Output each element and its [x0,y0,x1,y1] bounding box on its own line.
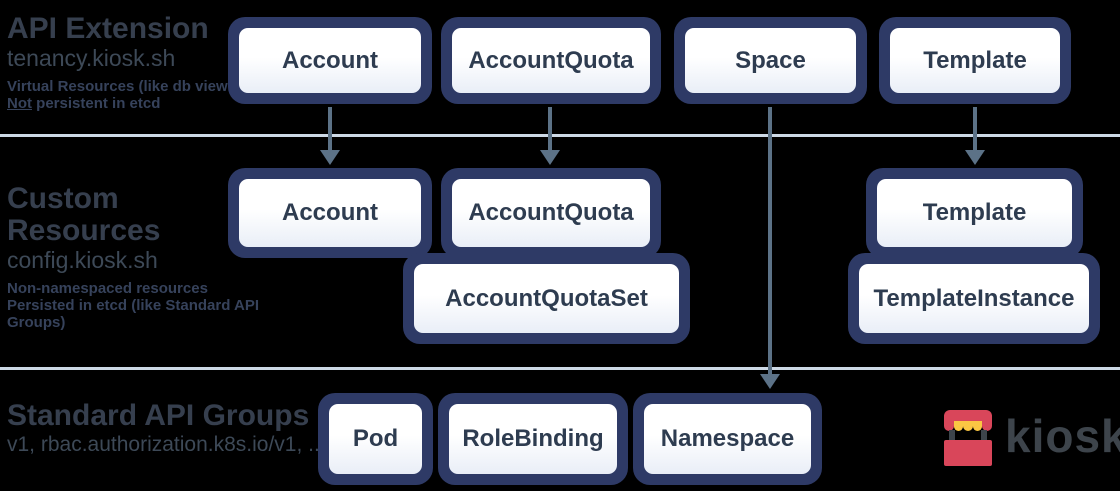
node-tenancy-space: Space [674,17,867,104]
node-tenancy-template: Template [879,17,1071,104]
note-2-rest: persistent in etcd [32,95,161,113]
kiosk-stand-icon [944,406,992,466]
arrow-accountquota-to-accountquota [540,107,560,165]
node-standard-pod: Pod [318,393,433,485]
band-custom-resources-label: Custom Resources config.kiosk.sh Non-nam… [7,182,259,332]
node-standard-namespace-label: Namespace [644,404,811,474]
scallop-red-icon [944,421,954,431]
standard-api-groups-subtitle: v1, rbac.authorization.k8s.io/v1, ... [7,432,326,456]
node-tenancy-accountquota-label: AccountQuota [452,28,650,93]
node-standard-namespace: Namespace [633,393,822,485]
stand-counter-icon [944,440,992,466]
node-tenancy-template-label: Template [890,28,1060,93]
node-config-accountquotaset-label: AccountQuotaSet [414,264,679,333]
node-config-template: Template [866,168,1083,258]
node-config-template-label: Template [877,179,1072,247]
node-config-accountquota-label: AccountQuota [452,179,650,247]
api-extension-notes: Virtual Resources (like db views) Not pe… [7,78,241,113]
not-underlined: Not [7,95,32,113]
api-extension-note-1: Virtual Resources (like db views) [7,78,241,96]
divider-top-middle [0,134,1120,137]
standard-api-groups-title: Standard API Groups [7,399,310,432]
arrow-template-to-template [965,107,985,165]
awning-icon [944,410,992,421]
node-config-accountquotaset: AccountQuotaSet [403,253,690,344]
scallop-yellow-icon [953,421,964,431]
api-extension-subtitle: tenancy.kiosk.sh [7,44,176,71]
scallop-red-icon [982,421,992,431]
custom-resources-note-1: Non-namespaced resources [7,279,208,297]
band-standard-api-groups-label: Standard API Groups v1, rbac.authorizati… [7,400,326,456]
api-extension-note-2: Not persistent in etcd [7,95,241,112]
node-tenancy-account: Account [228,17,432,104]
node-tenancy-accountquota: AccountQuota [441,17,661,104]
node-config-accountquota: AccountQuota [441,168,661,258]
custom-resources-note-2: Persisted in etcd (like Standard API Gro… [7,297,260,332]
band-api-extension-label: API Extension tenancy.kiosk.sh Virtual R… [7,13,241,113]
node-standard-pod-label: Pod [329,404,422,474]
node-config-account: Account [228,168,432,258]
arrow-space-to-namespace [760,107,780,389]
node-config-templateinstance-label: TemplateInstance [859,264,1089,333]
node-config-account-label: Account [239,179,421,247]
kiosk-logo-text: kiosk [1005,410,1120,462]
custom-resources-subtitle: config.kiosk.sh [7,246,158,273]
awning-scallops-icon [944,421,992,431]
kiosk-logo: kiosk [944,406,1120,466]
node-config-templateinstance: TemplateInstance [848,253,1100,344]
custom-resources-notes: Non-namespaced resources Persisted in et… [7,280,267,332]
node-standard-rolebinding: RoleBinding [438,393,628,485]
custom-resources-title: Custom Resources [7,182,161,247]
api-extension-title: API Extension [7,12,209,45]
scallop-yellow-icon [972,421,983,431]
node-standard-rolebinding-label: RoleBinding [449,404,617,474]
node-tenancy-account-label: Account [239,28,421,93]
node-tenancy-space-label: Space [685,28,856,93]
divider-middle-bottom [0,367,1120,370]
arrow-account-to-account [320,107,340,165]
scallop-yellow-icon [963,421,973,431]
